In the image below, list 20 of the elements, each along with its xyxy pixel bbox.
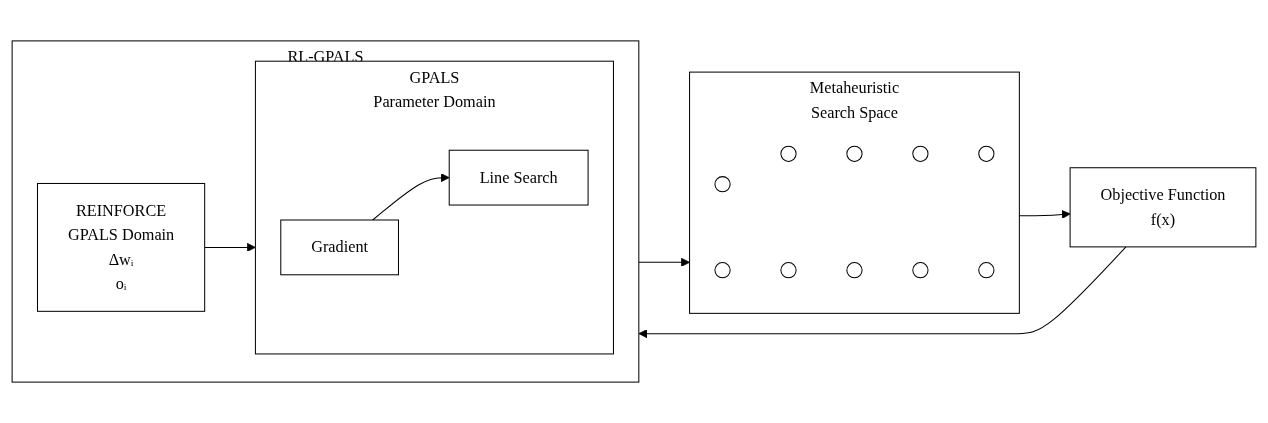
node-circle	[978, 262, 995, 279]
node-box: REINFORCE GPALS Domain Δwᵢ oᵢ	[37, 182, 206, 312]
node-box: Line Search	[448, 149, 589, 206]
arrow	[204, 242, 256, 252]
node-circle	[780, 262, 797, 279]
cluster: Metaheuristic Search Space	[689, 71, 1020, 314]
arrow	[638, 257, 690, 267]
node-box: Objective Function f(x)	[1069, 167, 1257, 248]
node-circle	[780, 145, 797, 162]
node-circle	[846, 262, 863, 279]
node-circle	[912, 262, 929, 279]
arrow	[372, 173, 450, 221]
node-circle	[978, 145, 995, 162]
node-circle	[846, 145, 863, 162]
node-circle	[714, 176, 731, 193]
node-circle	[714, 262, 731, 279]
node-circle	[912, 145, 929, 162]
node-box: Gradient	[280, 219, 399, 276]
arrow	[638, 246, 1127, 339]
arrow	[1018, 210, 1071, 219]
